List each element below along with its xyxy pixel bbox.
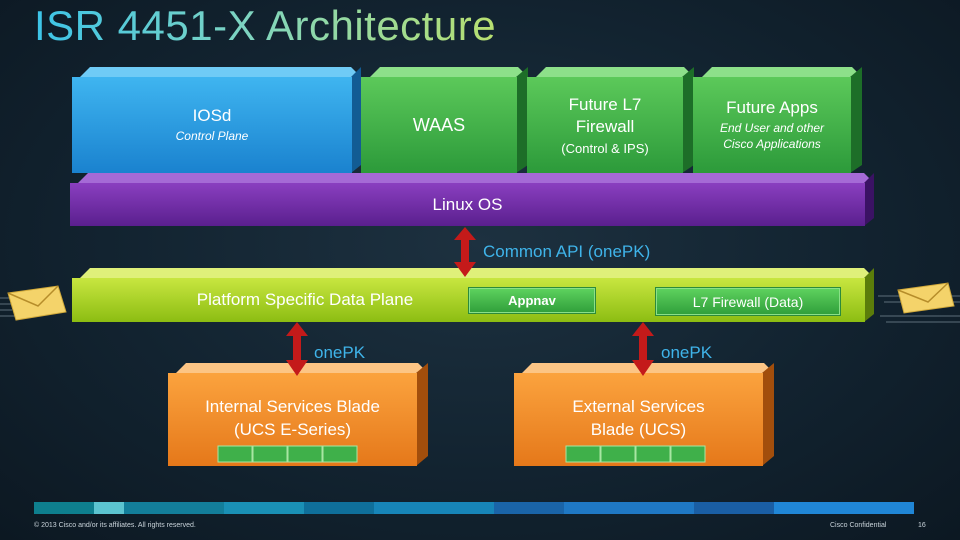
onepk-left-label: onePK [314, 343, 366, 362]
data-plane-label: Platform Specific Data Plane [196, 290, 414, 309]
future-apps-title: Future Apps [726, 97, 818, 117]
external-blade-line1: External Services [572, 397, 705, 417]
internal-blade-line2: (UCS E-Series) [233, 420, 352, 439]
l7-firewall-title-1: Future L7 [568, 94, 642, 114]
appnav-chip: Appnav [468, 287, 596, 314]
iosd-block-shape [72, 67, 361, 173]
footer-page-number: 16 [918, 522, 926, 529]
future-apps-block-shape [693, 67, 862, 173]
iosd-title: IOSd [192, 105, 232, 125]
iosd-block: IOSd Control Plane [72, 77, 352, 173]
linux-os-bar-shape [70, 173, 874, 226]
waas-block-shape [361, 67, 528, 173]
future-apps-subtitle-1: End User and other [719, 120, 825, 135]
linux-os-label: Linux OS [432, 194, 503, 214]
l7-firewall-subtitle: (Control & IPS) [561, 141, 649, 157]
arrow-onepk-right [632, 322, 654, 376]
iosd-subtitle: Control Plane [175, 128, 249, 143]
waas-title: WAAS [412, 114, 466, 135]
onepk-right-label: onePK [661, 343, 713, 362]
footer-color-strip [34, 502, 914, 514]
arrow-onepk-left [286, 322, 308, 376]
envelope-right-icon [878, 282, 960, 323]
data-plane-bar: Platform Specific Data Plane [150, 278, 460, 322]
common-api-label: Common API (onePK) [483, 242, 651, 261]
waas-block: WAAS [361, 77, 517, 173]
arrow-common-api [454, 227, 476, 277]
l7-firewall-data-chip: L7 Firewall (Data) [655, 287, 841, 316]
external-blade-ports [565, 445, 706, 463]
footer-copyright: © 2013 Cisco and/or its affiliates. All … [34, 522, 196, 529]
internal-blade-ports [217, 445, 358, 463]
internal-blade-line1: Internal Services Blade [205, 397, 380, 417]
footer-confidential: Cisco Confidential [830, 522, 887, 529]
future-apps-block: Future Apps End User and other Cisco App… [693, 77, 851, 173]
envelope-left-icon [0, 285, 67, 321]
linux-os-bar: Linux OS [70, 183, 865, 226]
external-blade-line2: Blade (UCS) [590, 420, 687, 439]
external-blade: External Services Blade (UCS) [514, 392, 763, 446]
future-apps-subtitle-2: Cisco Applications [723, 136, 821, 151]
internal-blade: Internal Services Blade (UCS E-Series) [168, 392, 417, 446]
l7-firewall-title-2: Firewall [575, 117, 635, 136]
l7-firewall-block: Future L7 Firewall (Control & IPS) [527, 77, 683, 173]
page-title: ISR 4451-X Architecture [34, 2, 497, 49]
l7-firewall-block-shape [527, 67, 694, 173]
